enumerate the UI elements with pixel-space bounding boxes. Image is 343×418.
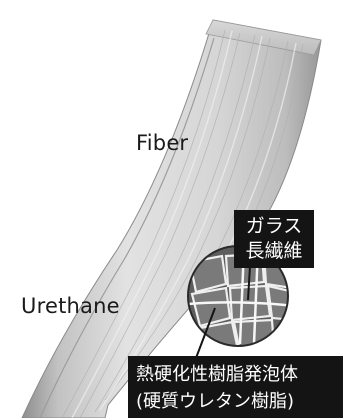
glass-fiber-tag: ガラス 長繊維 — [234, 210, 314, 268]
glass-fiber-line-2: 長繊維 — [234, 239, 314, 264]
foam-line-2: (硬質ウレタン樹脂) — [136, 388, 343, 415]
glass-fiber-line-1: ガラス — [234, 214, 314, 239]
foam-tag: 熱硬化性樹脂発泡体 (硬質ウレタン樹脂) — [128, 356, 343, 418]
urethane-label: Urethane — [21, 294, 120, 318]
foam-line-1: 熱硬化性樹脂発泡体 — [136, 361, 343, 388]
fiber-label: Fiber — [136, 131, 188, 155]
